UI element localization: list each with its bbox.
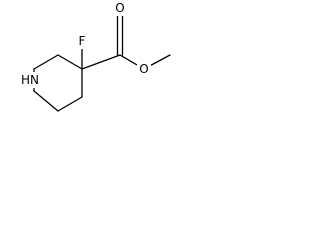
bond-c3-c2: [33, 54, 59, 70]
bond-c4-c3: [57, 54, 83, 70]
bond-c6-c5: [57, 96, 83, 112]
ring-nitrogen-atom-label: HN: [21, 73, 39, 87]
nitrogen-label-group: HN: [19, 72, 44, 88]
carbonyl-oxygen-label-group: O: [113, 0, 127, 16]
fluorine-label-group: F: [76, 33, 88, 49]
ester-oxygen-label-group: O: [137, 61, 151, 77]
carbonyl-double-bond: [116, 14, 124, 56]
fluorine-atom-label: F: [79, 34, 86, 48]
chemical-structure-diagram: F O O HN: [19, 0, 171, 112]
bond-c4-carbonyl-carbon: [81, 54, 121, 70]
bond-n1-c6: [33, 90, 59, 112]
ester-oxygen-atom-label: O: [139, 62, 148, 76]
carbonyl-oxygen-atom-label: O: [115, 1, 124, 15]
